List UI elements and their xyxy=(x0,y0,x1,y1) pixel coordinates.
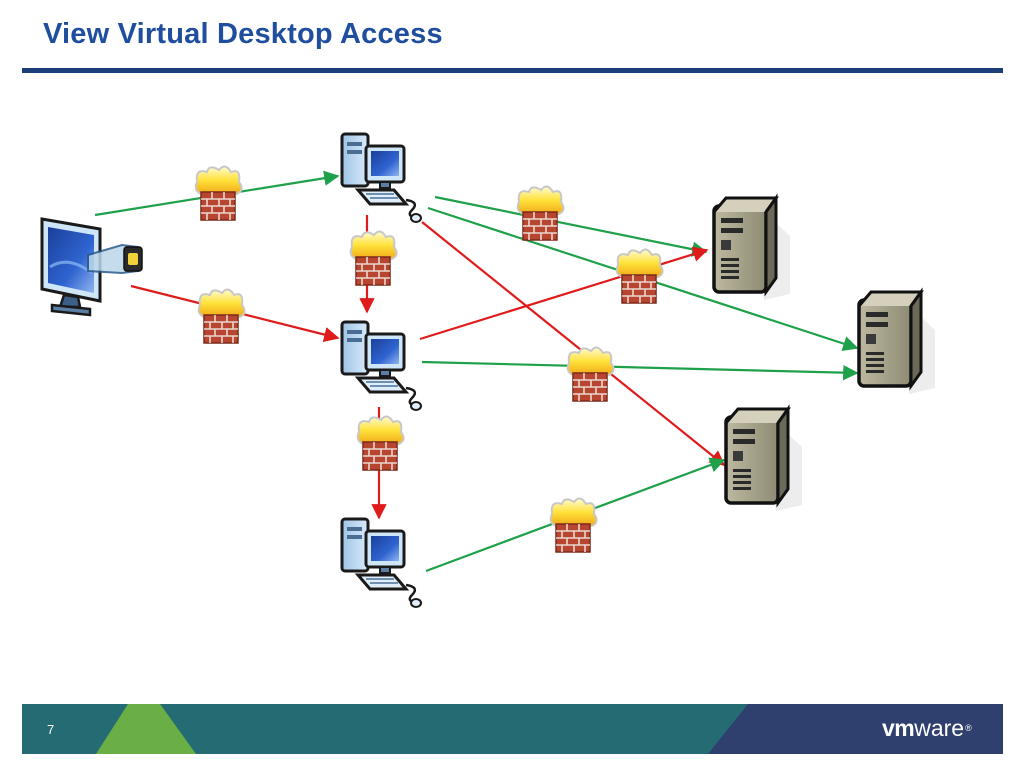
desktop-bottom-icon xyxy=(340,517,423,609)
server-bottom-icon xyxy=(724,407,804,513)
connection-desktop-middle-to-server-middle xyxy=(421,360,859,381)
firewall-icon xyxy=(516,185,565,241)
logo-text-bold: vm xyxy=(882,715,915,741)
server-middle-icon xyxy=(857,290,937,396)
slide-footer xyxy=(22,704,1003,754)
firewall-icon xyxy=(615,248,664,304)
firewall-icon xyxy=(197,288,246,344)
server-top-icon xyxy=(712,196,792,302)
firewall-icon xyxy=(566,346,615,402)
connection-desktop-middle-to-server-top xyxy=(419,246,709,341)
logo-registered-mark: ® xyxy=(965,723,972,733)
client-monitor-icon xyxy=(40,217,143,317)
slide-title: View Virtual Desktop Access xyxy=(43,18,443,50)
connection-desktop-top-to-server-bottom xyxy=(421,221,726,466)
firewall-icon xyxy=(549,497,598,553)
firewall-icon xyxy=(356,415,405,471)
firewall-icon xyxy=(349,230,398,286)
logo-text-regular: ware xyxy=(914,715,965,741)
firewall-icon xyxy=(194,165,243,221)
vmware-logo: vmware® xyxy=(882,714,992,742)
title-divider xyxy=(22,68,1003,73)
desktop-middle-icon xyxy=(340,320,423,412)
desktop-top-icon xyxy=(340,132,423,224)
page-number: 7 xyxy=(47,722,55,737)
connection-desktop-top-to-server-top xyxy=(434,195,708,257)
